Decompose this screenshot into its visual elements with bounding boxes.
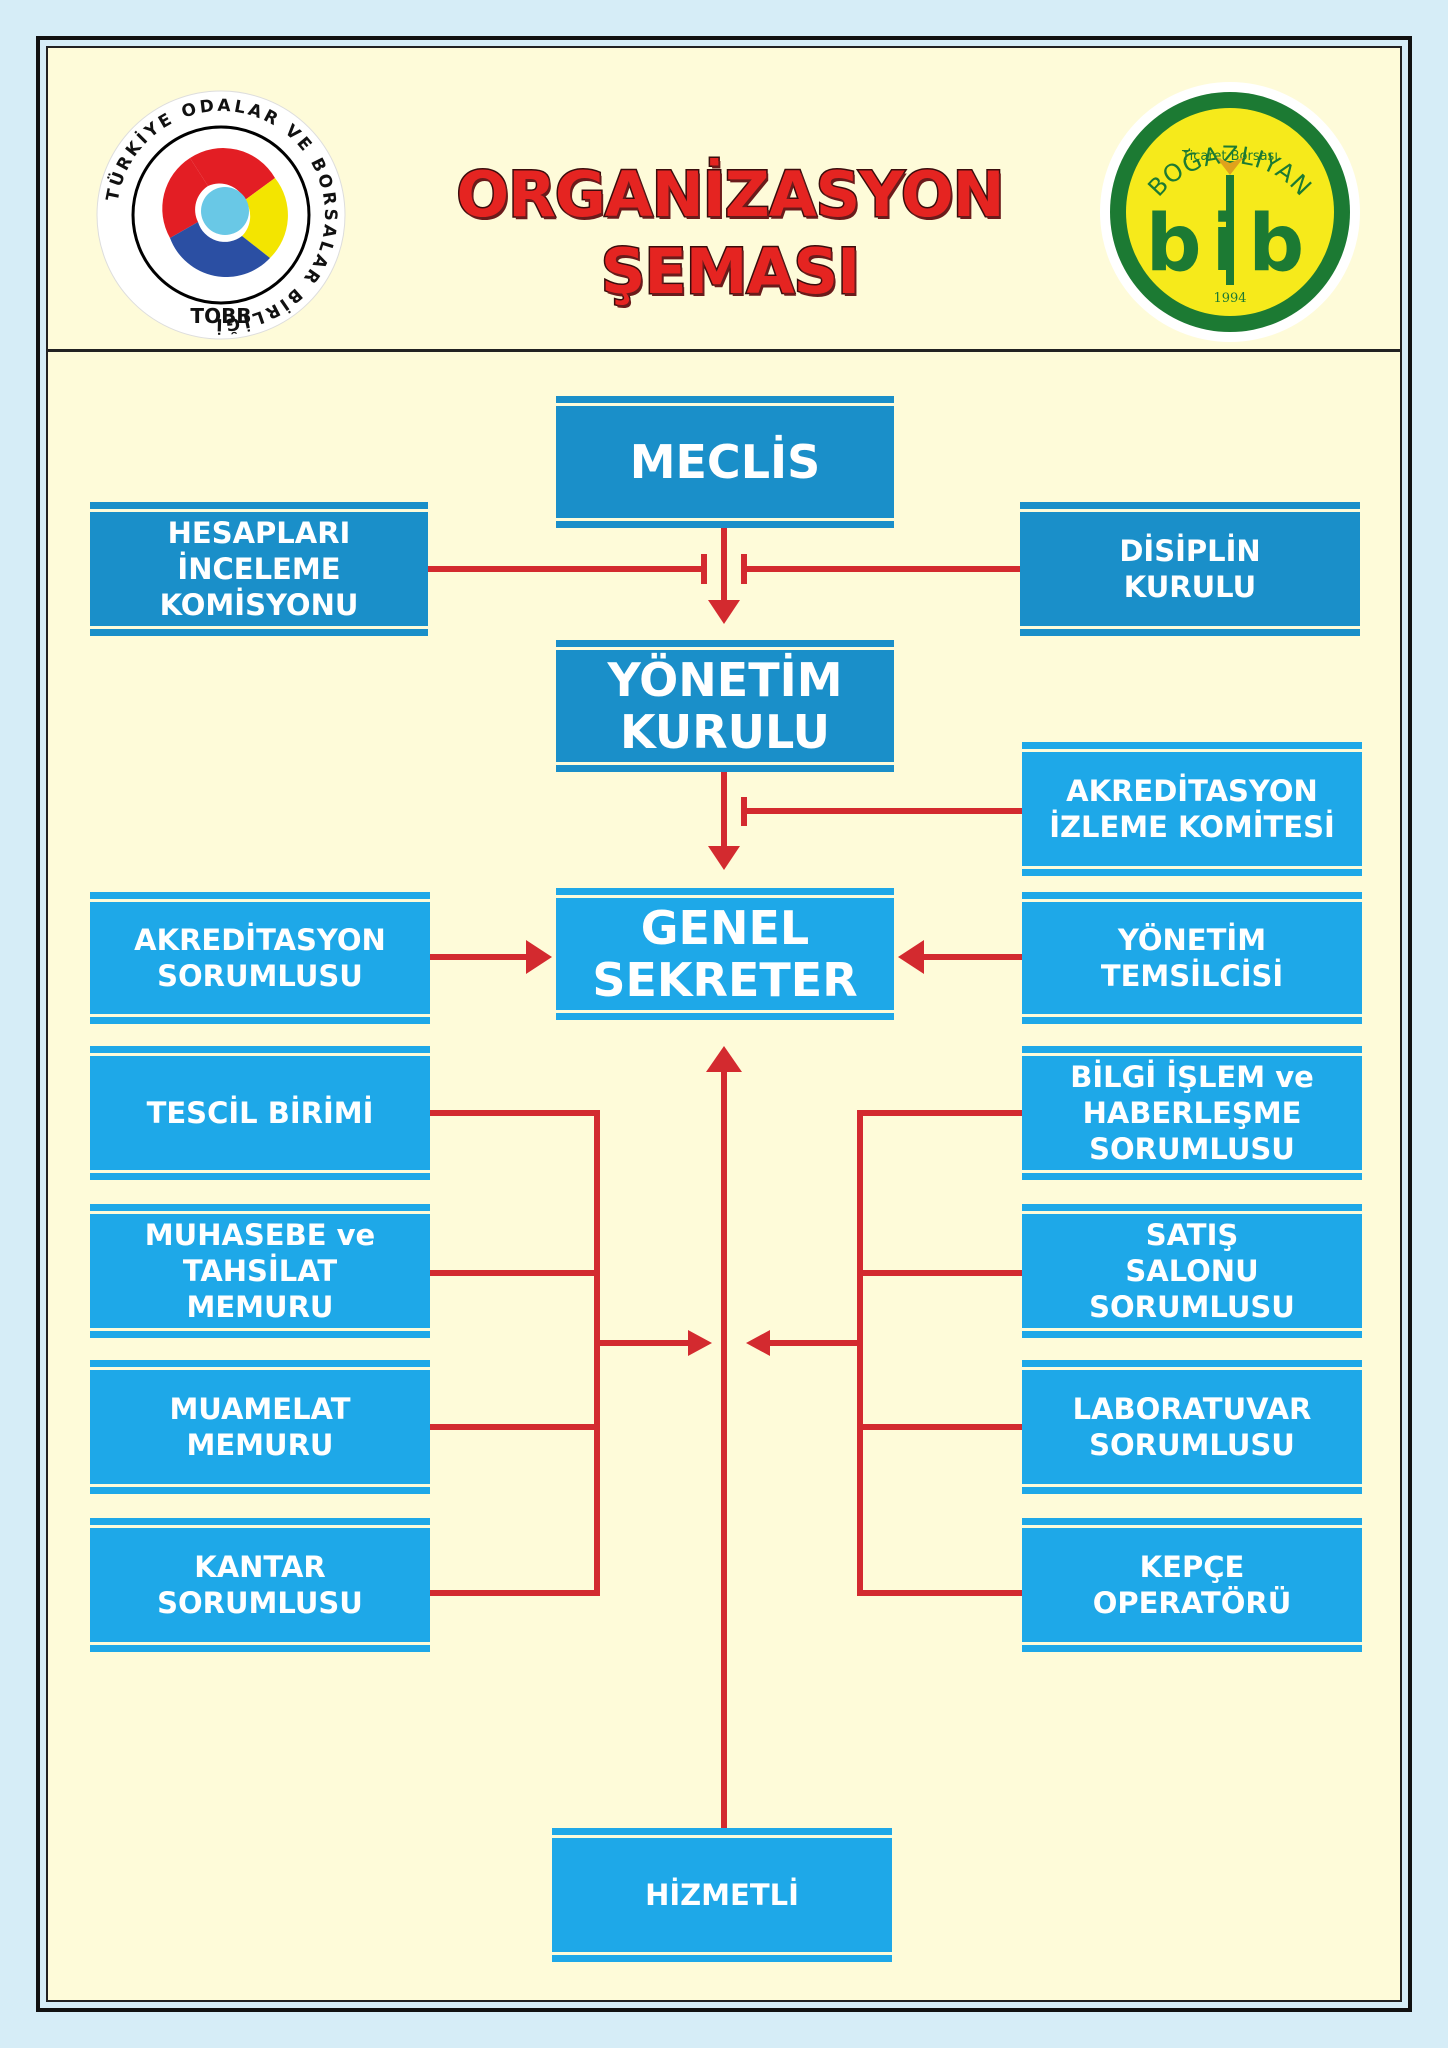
- tobb-logo: TÜRKİYE ODALAR VE BORSALAR BİRLİĞİ TOBB: [96, 90, 346, 340]
- right-unit-box: LABORATUVAR SORUMLUSU: [1022, 1360, 1362, 1494]
- bilgi-islem-label: BİLGİ İŞLEM ve HABERLEŞME SORUMLUSU: [1070, 1060, 1314, 1166]
- akreditasyon-izleme-label: AKREDİTASYON İZLEME KOMİTESİ: [1049, 774, 1335, 844]
- genel-sekreter-box: GENEL SEKRETER: [556, 888, 894, 1020]
- hesaplari-inceleme-label: HESAPLARI İNCELEME KOMİSYONU: [159, 516, 359, 622]
- bogazliyan-monogram: bib: [1146, 199, 1314, 289]
- yonetim-temsilcisi-box: YÖNETİM TEMSİLCİSİ: [1022, 892, 1362, 1024]
- title-line-2: ŞEMASI: [599, 234, 861, 310]
- bogazliyan-subtitle: Ticaret Borsası: [1181, 149, 1278, 164]
- title-line-1: ORGANİZASYON: [455, 157, 1006, 233]
- satis-salonu-label: SATIŞ SALONU SORUMLUSU: [1089, 1218, 1295, 1324]
- akreditasyon-izleme-box: AKREDİTASYON İZLEME KOMİTESİ: [1022, 742, 1362, 876]
- left-unit-box: MUHASEBE ve TAHSİLAT MEMURU: [90, 1204, 430, 1338]
- bogazliyan-year: 1994: [1213, 291, 1246, 306]
- hesaplari-inceleme-box: HESAPLARI İNCELEME KOMİSYONU: [90, 502, 428, 636]
- left-unit-box: TESCİL BİRİMİ: [90, 1046, 430, 1180]
- tobb-bottom-text: TOBB: [190, 304, 251, 328]
- muhasebe-tahsilat-label: MUHASEBE ve TAHSİLAT MEMURU: [144, 1218, 376, 1324]
- genel-sekreter-label: GENEL SEKRETER: [592, 901, 858, 1007]
- header-divider: [48, 349, 1400, 352]
- hizmetli-label: HİZMETLİ: [645, 1878, 799, 1912]
- laboratuvar-label: LABORATUVAR SORUMLUSU: [1072, 1392, 1312, 1462]
- right-unit-box: KEPÇE OPERATÖRÜ: [1022, 1518, 1362, 1652]
- meclis-box: MECLİS: [556, 396, 894, 528]
- muamelat-memuru-label: MUAMELAT MEMURU: [169, 1392, 351, 1462]
- disiplin-kurulu-label: DİSİPLİN KURULU: [1119, 534, 1261, 604]
- yonetim-temsilcisi-label: YÖNETİM TEMSİLCİSİ: [1100, 923, 1284, 993]
- kantar-sorumlusu-label: KANTAR SORUMLUSU: [157, 1550, 363, 1620]
- akreditasyon-sorumlusu-box: AKREDİTASYON SORUMLUSU: [90, 892, 430, 1024]
- yonetim-kurulu-box: YÖNETİM KURULU: [556, 640, 894, 772]
- yonetim-kurulu-label: YÖNETİM KURULU: [607, 653, 843, 759]
- hizmetli-box: HİZMETLİ: [552, 1828, 892, 1962]
- kepce-operatoru-label: KEPÇE OPERATÖRÜ: [1092, 1550, 1292, 1620]
- outer-frame: [36, 36, 1412, 2012]
- bogazliyan-logo: BOĞAZLIYAN Ticaret Borsası bib 1994: [1100, 82, 1360, 342]
- right-unit-box: SATIŞ SALONU SORUMLUSU: [1022, 1204, 1362, 1338]
- akreditasyon-sorumlusu-label: AKREDİTASYON SORUMLUSU: [134, 923, 386, 993]
- tescil-birimi-label: TESCİL BİRİMİ: [146, 1096, 374, 1130]
- meclis-label: MECLİS: [629, 435, 821, 489]
- left-unit-box: MUAMELAT MEMURU: [90, 1360, 430, 1494]
- disiplin-kurulu-box: DİSİPLİN KURULU: [1020, 502, 1360, 636]
- left-unit-box: KANTAR SORUMLUSU: [90, 1518, 430, 1652]
- right-unit-box: BİLGİ İŞLEM ve HABERLEŞME SORUMLUSU: [1022, 1046, 1362, 1180]
